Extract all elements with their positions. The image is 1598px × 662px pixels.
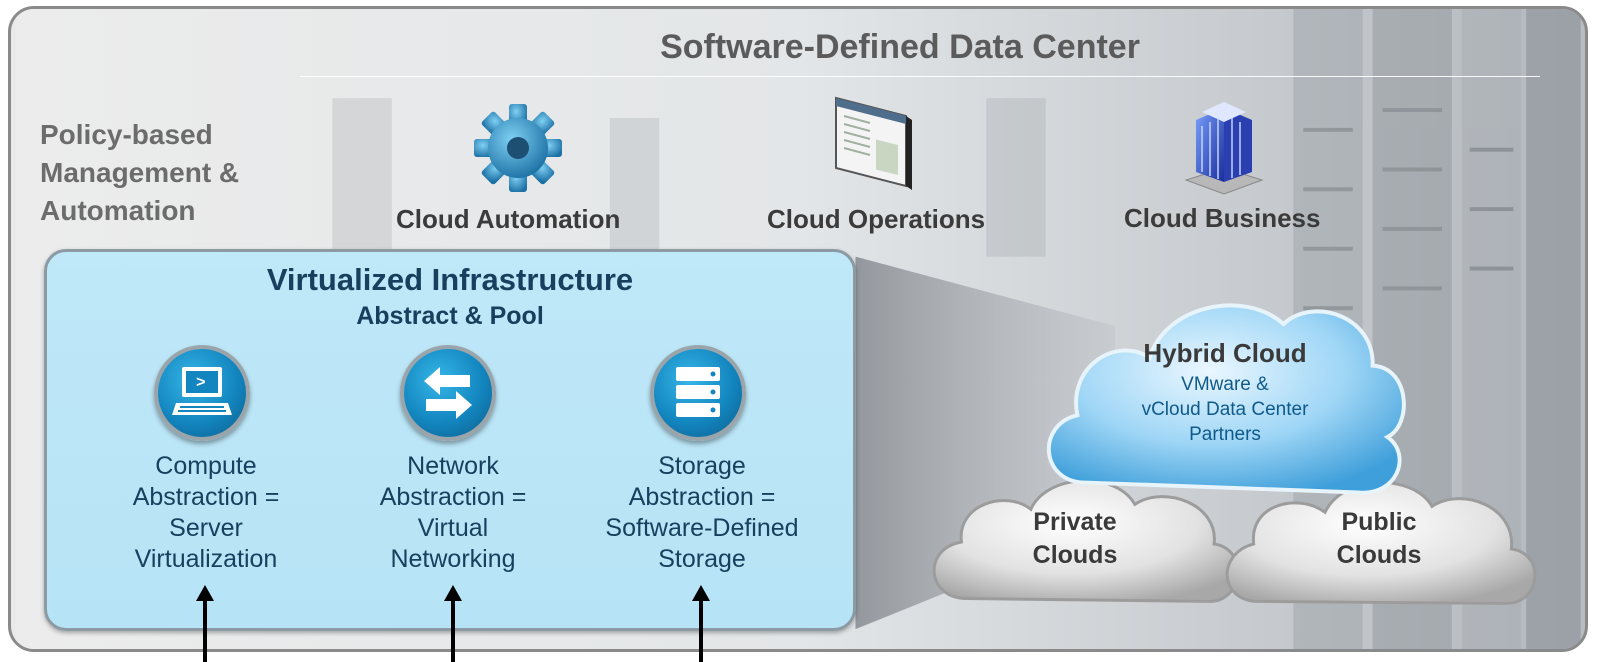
label-line: Storage: [658, 452, 746, 480]
public-line: Clouds: [1336, 541, 1422, 569]
policy-line: Automation: [40, 195, 196, 226]
panel-subtitle: Abstract & Pool: [356, 302, 544, 330]
policy-line: Policy-based: [40, 119, 213, 150]
laptop-terminal-icon: >: [172, 367, 232, 415]
private-line: Private: [1033, 508, 1117, 536]
network-label: Network Abstraction = Virtual Networking: [333, 451, 573, 575]
label-line: Software-Defined: [605, 514, 799, 542]
hybrid-line: VMware &: [1181, 374, 1269, 395]
compute-arrow-head: [196, 585, 214, 601]
label-line: Virtualization: [134, 545, 278, 573]
label-line: Virtual: [417, 514, 489, 542]
svg-text:>: >: [196, 374, 206, 392]
compute-arrow-line: [203, 598, 207, 662]
policy-heading: Policy-based Management & Automation: [40, 116, 320, 230]
pillar-label-operations: Cloud Operations: [767, 204, 986, 234]
label-line: Networking: [390, 545, 516, 573]
page-title: Software-Defined Data Center: [660, 28, 1140, 66]
dashboard-panel-icon: [835, 96, 912, 190]
panel-title: Virtualized Infrastructure: [266, 262, 634, 297]
gear-icon: [474, 104, 562, 192]
hybrid-cloud-title: Hybrid Cloud: [1143, 338, 1307, 368]
label-line: Storage: [658, 545, 746, 573]
hybrid-line: Partners: [1189, 424, 1261, 445]
pillar-label-business: Cloud Business: [1124, 203, 1321, 233]
hybrid-cloud-subtitle: VMware & vCloud Data Center Partners: [1110, 372, 1340, 447]
label-line: Compute: [155, 452, 257, 480]
label-line: Abstraction =: [628, 483, 776, 511]
compute-label: Compute Abstraction = Server Virtualizat…: [86, 451, 326, 575]
storage-arrow-line: [699, 598, 703, 662]
storage-icon-badge: [650, 345, 746, 441]
storage-stack-icon: [676, 367, 720, 417]
label-line: Server: [169, 514, 243, 542]
storage-arrow-head: [692, 585, 710, 601]
building-icon: [1184, 102, 1264, 195]
network-arrow-head: [444, 585, 462, 601]
label-line: Network: [407, 452, 499, 480]
network-icon-badge: [400, 345, 496, 441]
label-line: Abstraction =: [379, 483, 527, 511]
hybrid-cloud-shape: [1046, 303, 1406, 495]
exchange-arrows-icon: [424, 367, 472, 419]
policy-line: Management &: [40, 157, 240, 188]
private-clouds-label: Private Clouds: [1020, 506, 1130, 572]
hybrid-line: vCloud Data Center: [1141, 399, 1309, 420]
pillar-label-automation: Cloud Automation: [396, 204, 621, 234]
label-line: Abstraction =: [132, 483, 280, 511]
storage-label: Storage Abstraction = Software-Defined S…: [582, 451, 822, 575]
private-line: Clouds: [1032, 541, 1118, 569]
title-divider: [300, 76, 1540, 77]
compute-icon-badge: >: [154, 345, 250, 441]
network-arrow-line: [451, 598, 455, 662]
public-clouds-label: Public Clouds: [1324, 506, 1434, 572]
public-line: Public: [1341, 508, 1417, 536]
